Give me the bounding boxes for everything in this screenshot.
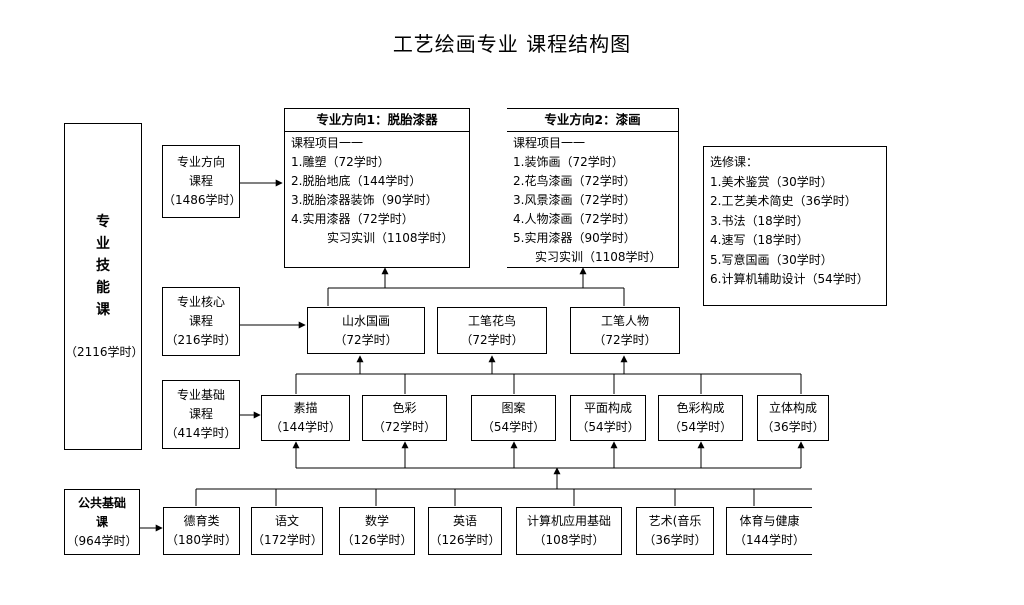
category-public-line1: 公共基础	[77, 495, 126, 510]
skills-course-label: 专 业 技 能 课 （2116学时）	[64, 123, 144, 450]
public-course-name: 德育类	[183, 514, 220, 528]
public-course-box: 数学 （126学时）	[339, 507, 415, 555]
electives-title: 选修课：	[710, 155, 759, 169]
page-title: 工艺绘画专业 课程结构图	[392, 32, 632, 56]
public-course-box: 语文 （172学时）	[251, 507, 323, 555]
direction-2-item: 2.花鸟漆画（72学时）	[513, 174, 636, 188]
foundation-course-hours: （36学时）	[761, 420, 825, 434]
foundation-course-box: 图案 （54学时）	[471, 395, 556, 441]
direction-2-item: 4.人物漆画（72学时）	[513, 212, 636, 226]
core-course-box: 山水国画 （72学时）	[307, 307, 425, 354]
skills-char-1: 专	[96, 213, 110, 230]
category-foundation: 专业基础 课程 （414学时）	[162, 380, 240, 449]
skills-char-3: 技	[96, 257, 110, 274]
foundation-course-hours: （144学时）	[270, 420, 341, 434]
foundation-course-name: 图案	[501, 401, 526, 415]
direction-1-box: 专业方向1：脱胎漆器 课程项目一一 1.雕塑（72学时） 2.脱胎地底（144学…	[284, 108, 470, 268]
core-course-name: 山水国画	[341, 313, 390, 328]
category-direction-line1: 专业方向	[176, 155, 225, 169]
public-course-box: 体育与健康 （144学时）	[726, 507, 812, 555]
direction-1-item: 2.脱胎地底（144学时）	[291, 174, 422, 188]
elective-item: 6.计算机辅助设计（54学时）	[710, 272, 869, 286]
direction-2-item: 5.实用漆器（90学时）	[513, 231, 636, 245]
category-foundation-hours: （414学时）	[165, 426, 237, 440]
public-course-hours: （108学时）	[533, 533, 605, 547]
skills-char-2: 业	[96, 235, 110, 252]
direction-1-header: 专业方向1：脱胎漆器	[285, 109, 469, 132]
direction-2-item: 3.风景漆画（72学时）	[513, 193, 636, 207]
category-core-line2: 课程	[188, 314, 213, 328]
core-course-box: 工笔人物 （72学时）	[570, 307, 680, 354]
public-course-name: 数学	[364, 514, 389, 528]
category-foundation-line2: 课程	[188, 407, 213, 421]
public-course-box: 德育类 （180学时）	[163, 507, 240, 555]
foundation-course-hours: （54学时）	[576, 420, 640, 434]
category-core-line1: 专业核心	[176, 295, 225, 309]
skills-hours: （2116学时）	[65, 344, 144, 359]
core-course-name: 工笔花鸟	[467, 313, 516, 328]
foundation-course-box: 素描 （144学时）	[261, 395, 350, 441]
core-course-hours: （72学时）	[593, 332, 657, 347]
foundation-course-name: 立体构成	[768, 401, 817, 415]
direction-1-training: 实习实训（1108学时）	[327, 231, 454, 245]
elective-item: 3.书法（18学时）	[710, 213, 809, 228]
category-foundation-line1: 专业基础	[176, 388, 225, 402]
direction-1-item: 1.雕塑（72学时）	[291, 155, 390, 169]
skills-char-5: 课	[96, 301, 110, 318]
foundation-course-name: 色彩构成	[676, 401, 725, 415]
public-course-name: 英语	[452, 514, 477, 528]
public-course-hours: （126学时）	[429, 533, 501, 547]
category-core: 专业核心 课程 （216学时）	[162, 287, 240, 356]
category-public-hours: （964学时）	[66, 533, 138, 548]
category-core-hours: （216学时）	[165, 333, 237, 347]
category-direction-line2: 课程	[188, 174, 213, 188]
core-course-box: 工笔花鸟 （72学时）	[437, 307, 547, 354]
elective-item: 4.速写（18学时）	[710, 233, 809, 247]
public-course-hours: （144学时）	[734, 533, 805, 547]
direction-2-subtitle: 课程项目一一	[513, 136, 586, 150]
direction-2-training: 实习实训（1108学时）	[535, 250, 662, 264]
skills-char-4: 能	[96, 279, 110, 296]
category-public-line2: 课	[95, 514, 108, 529]
public-course-hours: （172学时）	[252, 533, 323, 547]
core-course-name: 工笔人物	[600, 313, 649, 328]
category-public: 公共基础 课 （964学时）	[64, 489, 140, 555]
foundation-course-box: 平面构成 （54学时）	[570, 395, 646, 441]
elective-item: 1.美术鉴赏（30学时）	[710, 174, 833, 189]
category-direction: 专业方向 课程 （1486学时）	[162, 145, 242, 218]
direction-2-item: 1.装饰画（72学时）	[513, 155, 624, 169]
foundation-course-name: 平面构成	[583, 401, 632, 415]
public-course-name: 体育与健康	[739, 514, 800, 528]
elective-item: 2.工艺美术简史（36学时）	[710, 194, 857, 208]
direction-2-header: 专业方向2：漆画	[507, 109, 678, 132]
public-course-box: 英语 （126学时）	[428, 507, 502, 555]
foundation-course-hours: （54学时）	[668, 420, 733, 434]
direction-1-item: 3.脱胎漆器装饰（90学时）	[291, 193, 438, 207]
foundation-course-name: 色彩	[392, 401, 417, 415]
category-direction-hours: （1486学时）	[163, 193, 242, 207]
core-course-hours: （72学时）	[334, 332, 398, 347]
foundation-course-name: 素描	[293, 401, 318, 415]
foundation-course-box: 立体构成 （36学时）	[757, 395, 829, 441]
direction-1-subtitle: 课程项目一一	[291, 136, 364, 150]
direction-1-item: 4.实用漆器（72学时）	[291, 212, 414, 226]
public-course-name: 计算机应用基础	[526, 514, 611, 528]
public-course-hours: （180学时）	[166, 533, 237, 547]
foundation-course-box: 色彩 （72学时）	[362, 395, 447, 441]
public-course-name: 艺术(音乐	[648, 514, 702, 528]
direction-2-box: 专业方向2：漆画 课程项目一一 1.装饰画（72学时） 2.花鸟漆画（72学时）…	[507, 108, 679, 268]
public-course-box: 计算机应用基础 （108学时）	[516, 507, 622, 555]
public-course-box: 艺术(音乐 （36学时）	[636, 507, 714, 555]
foundation-course-hours: （54学时）	[481, 420, 546, 434]
elective-item: 5.写意国画（30学时）	[710, 252, 833, 267]
public-course-name: 语文	[274, 514, 299, 528]
public-course-hours: （36学时）	[643, 533, 707, 547]
public-course-hours: （126学时）	[341, 533, 413, 547]
core-course-hours: （72学时）	[460, 332, 524, 347]
foundation-course-box: 色彩构成 （54学时）	[658, 395, 743, 441]
electives-box: 选修课： 1.美术鉴赏（30学时） 2.工艺美术简史（36学时） 3.书法（18…	[703, 146, 887, 306]
foundation-course-hours: （72学时）	[372, 420, 437, 434]
